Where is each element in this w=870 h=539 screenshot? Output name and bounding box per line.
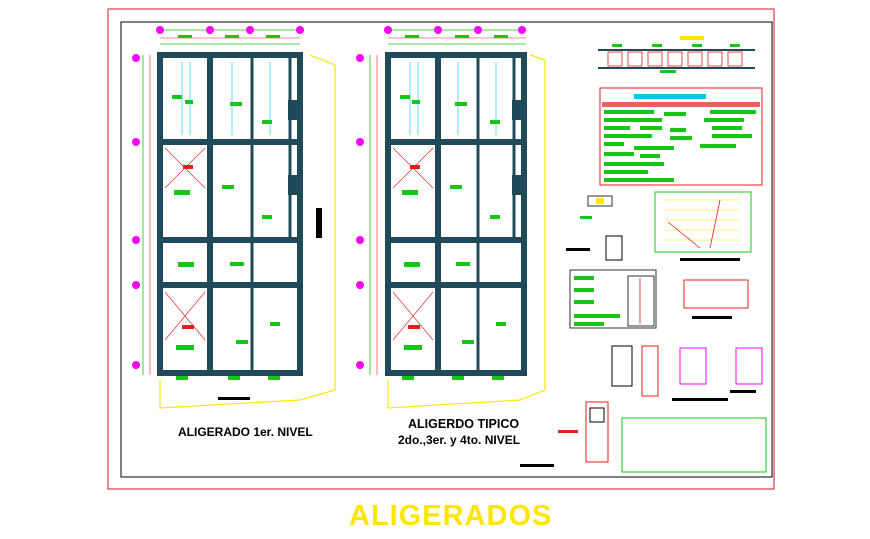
notes-table	[599, 87, 763, 186]
plan2-label-line2: 2do.,3er. y 4to. NIVEL	[398, 433, 521, 447]
beam-wall-detail	[654, 191, 752, 261]
outer-frame	[107, 8, 775, 490]
small-details	[520, 195, 763, 467]
title-block	[621, 417, 767, 473]
inner-frame	[120, 21, 773, 478]
floor-plan-1	[132, 26, 336, 409]
plan1-label: ALIGERADO 1er. NIVEL	[178, 425, 313, 439]
page-title: ALIGERADOS	[349, 500, 553, 532]
slab-section-detail	[598, 36, 755, 73]
plan2-label-line1: ALIGERDO TIPICO	[408, 417, 520, 431]
floor-plan-2	[356, 26, 546, 409]
